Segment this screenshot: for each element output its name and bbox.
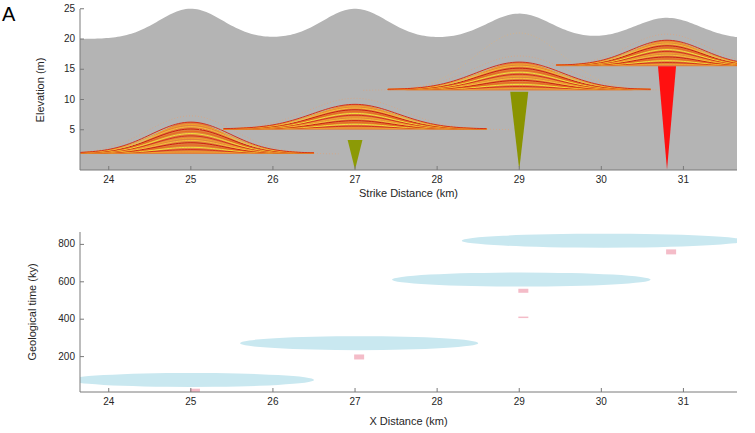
- deposition-interval: [462, 234, 737, 248]
- tick-label: 27: [349, 397, 360, 407]
- deposition-interval: [80, 373, 314, 387]
- axis-tick: [80, 244, 84, 245]
- tick-label: 31: [678, 175, 689, 185]
- deposition-interval: [392, 273, 651, 287]
- channel-deposit: [199, 98, 511, 129]
- axis-tick: [519, 166, 520, 170]
- axis-tick: [108, 166, 109, 170]
- feeder-wedge: [348, 140, 363, 170]
- axis-title: Strike Distance (km): [359, 188, 458, 199]
- axis-tick: [80, 281, 84, 282]
- tick-label: 24: [103, 397, 114, 407]
- axis-tick: [108, 388, 109, 392]
- axis-title: Elevation (m): [35, 57, 46, 122]
- event-mark: [354, 354, 364, 359]
- event-mark: [518, 317, 528, 319]
- axis-title: X Distance (km): [369, 416, 447, 427]
- panel-letter: A: [2, 4, 15, 24]
- axis-title: Geological time (ky): [27, 263, 38, 360]
- tick-label: 28: [432, 175, 443, 185]
- axis-tick: [80, 39, 84, 40]
- feeder-wedge: [510, 92, 528, 170]
- feeder-wedge: [658, 66, 676, 169]
- axis-tick: [355, 388, 356, 392]
- tick-label: 25: [185, 397, 196, 407]
- tick-label: 30: [596, 175, 607, 185]
- tick-label: 400: [58, 314, 75, 324]
- axis-tick: [80, 8, 84, 9]
- axis-tick: [683, 388, 684, 392]
- tick-label: 30: [596, 397, 607, 407]
- tick-label: 26: [267, 397, 278, 407]
- axis-tick: [437, 166, 438, 170]
- axis-tick: [355, 166, 356, 170]
- axis-tick: [683, 166, 684, 170]
- tick-label: 800: [58, 239, 75, 249]
- deposition-interval: [240, 336, 478, 350]
- channel-deposit: [532, 34, 737, 66]
- tick-label: 31: [678, 397, 689, 407]
- tick-label: 26: [267, 175, 278, 185]
- time-plot: [80, 234, 737, 392]
- tick-label: 20: [64, 34, 75, 44]
- axis-tick: [80, 319, 84, 320]
- axis-tick: [519, 388, 520, 392]
- cross-section: [80, 9, 737, 170]
- axis-tick: [272, 166, 273, 170]
- axis-tick: [190, 388, 191, 392]
- tick-label: 25: [185, 175, 196, 185]
- axis-tick: [437, 388, 438, 392]
- sediment-body: [80, 9, 737, 170]
- tick-label: 27: [349, 175, 360, 185]
- axis-tick: [601, 388, 602, 392]
- tick-label: 24: [103, 175, 114, 185]
- tick-label: 25: [64, 4, 75, 14]
- axis-tick: [272, 388, 273, 392]
- axis-tick: [601, 166, 602, 170]
- tick-label: 28: [432, 397, 443, 407]
- axis-tick: [190, 166, 191, 170]
- tick-label: 5: [69, 125, 75, 135]
- event-mark: [666, 249, 676, 254]
- tick-label: 15: [64, 64, 75, 74]
- event-mark: [518, 289, 528, 293]
- tick-label: 29: [514, 175, 525, 185]
- axis-tick: [80, 129, 84, 130]
- tick-label: 10: [64, 95, 75, 105]
- tick-label: 29: [514, 397, 525, 407]
- axis-lines: [80, 9, 737, 392]
- axis-tick: [80, 99, 84, 100]
- axis-tick: [80, 69, 84, 70]
- axis-tick: [80, 356, 84, 357]
- tick-label: 600: [58, 277, 75, 287]
- tick-label: 200: [58, 352, 75, 362]
